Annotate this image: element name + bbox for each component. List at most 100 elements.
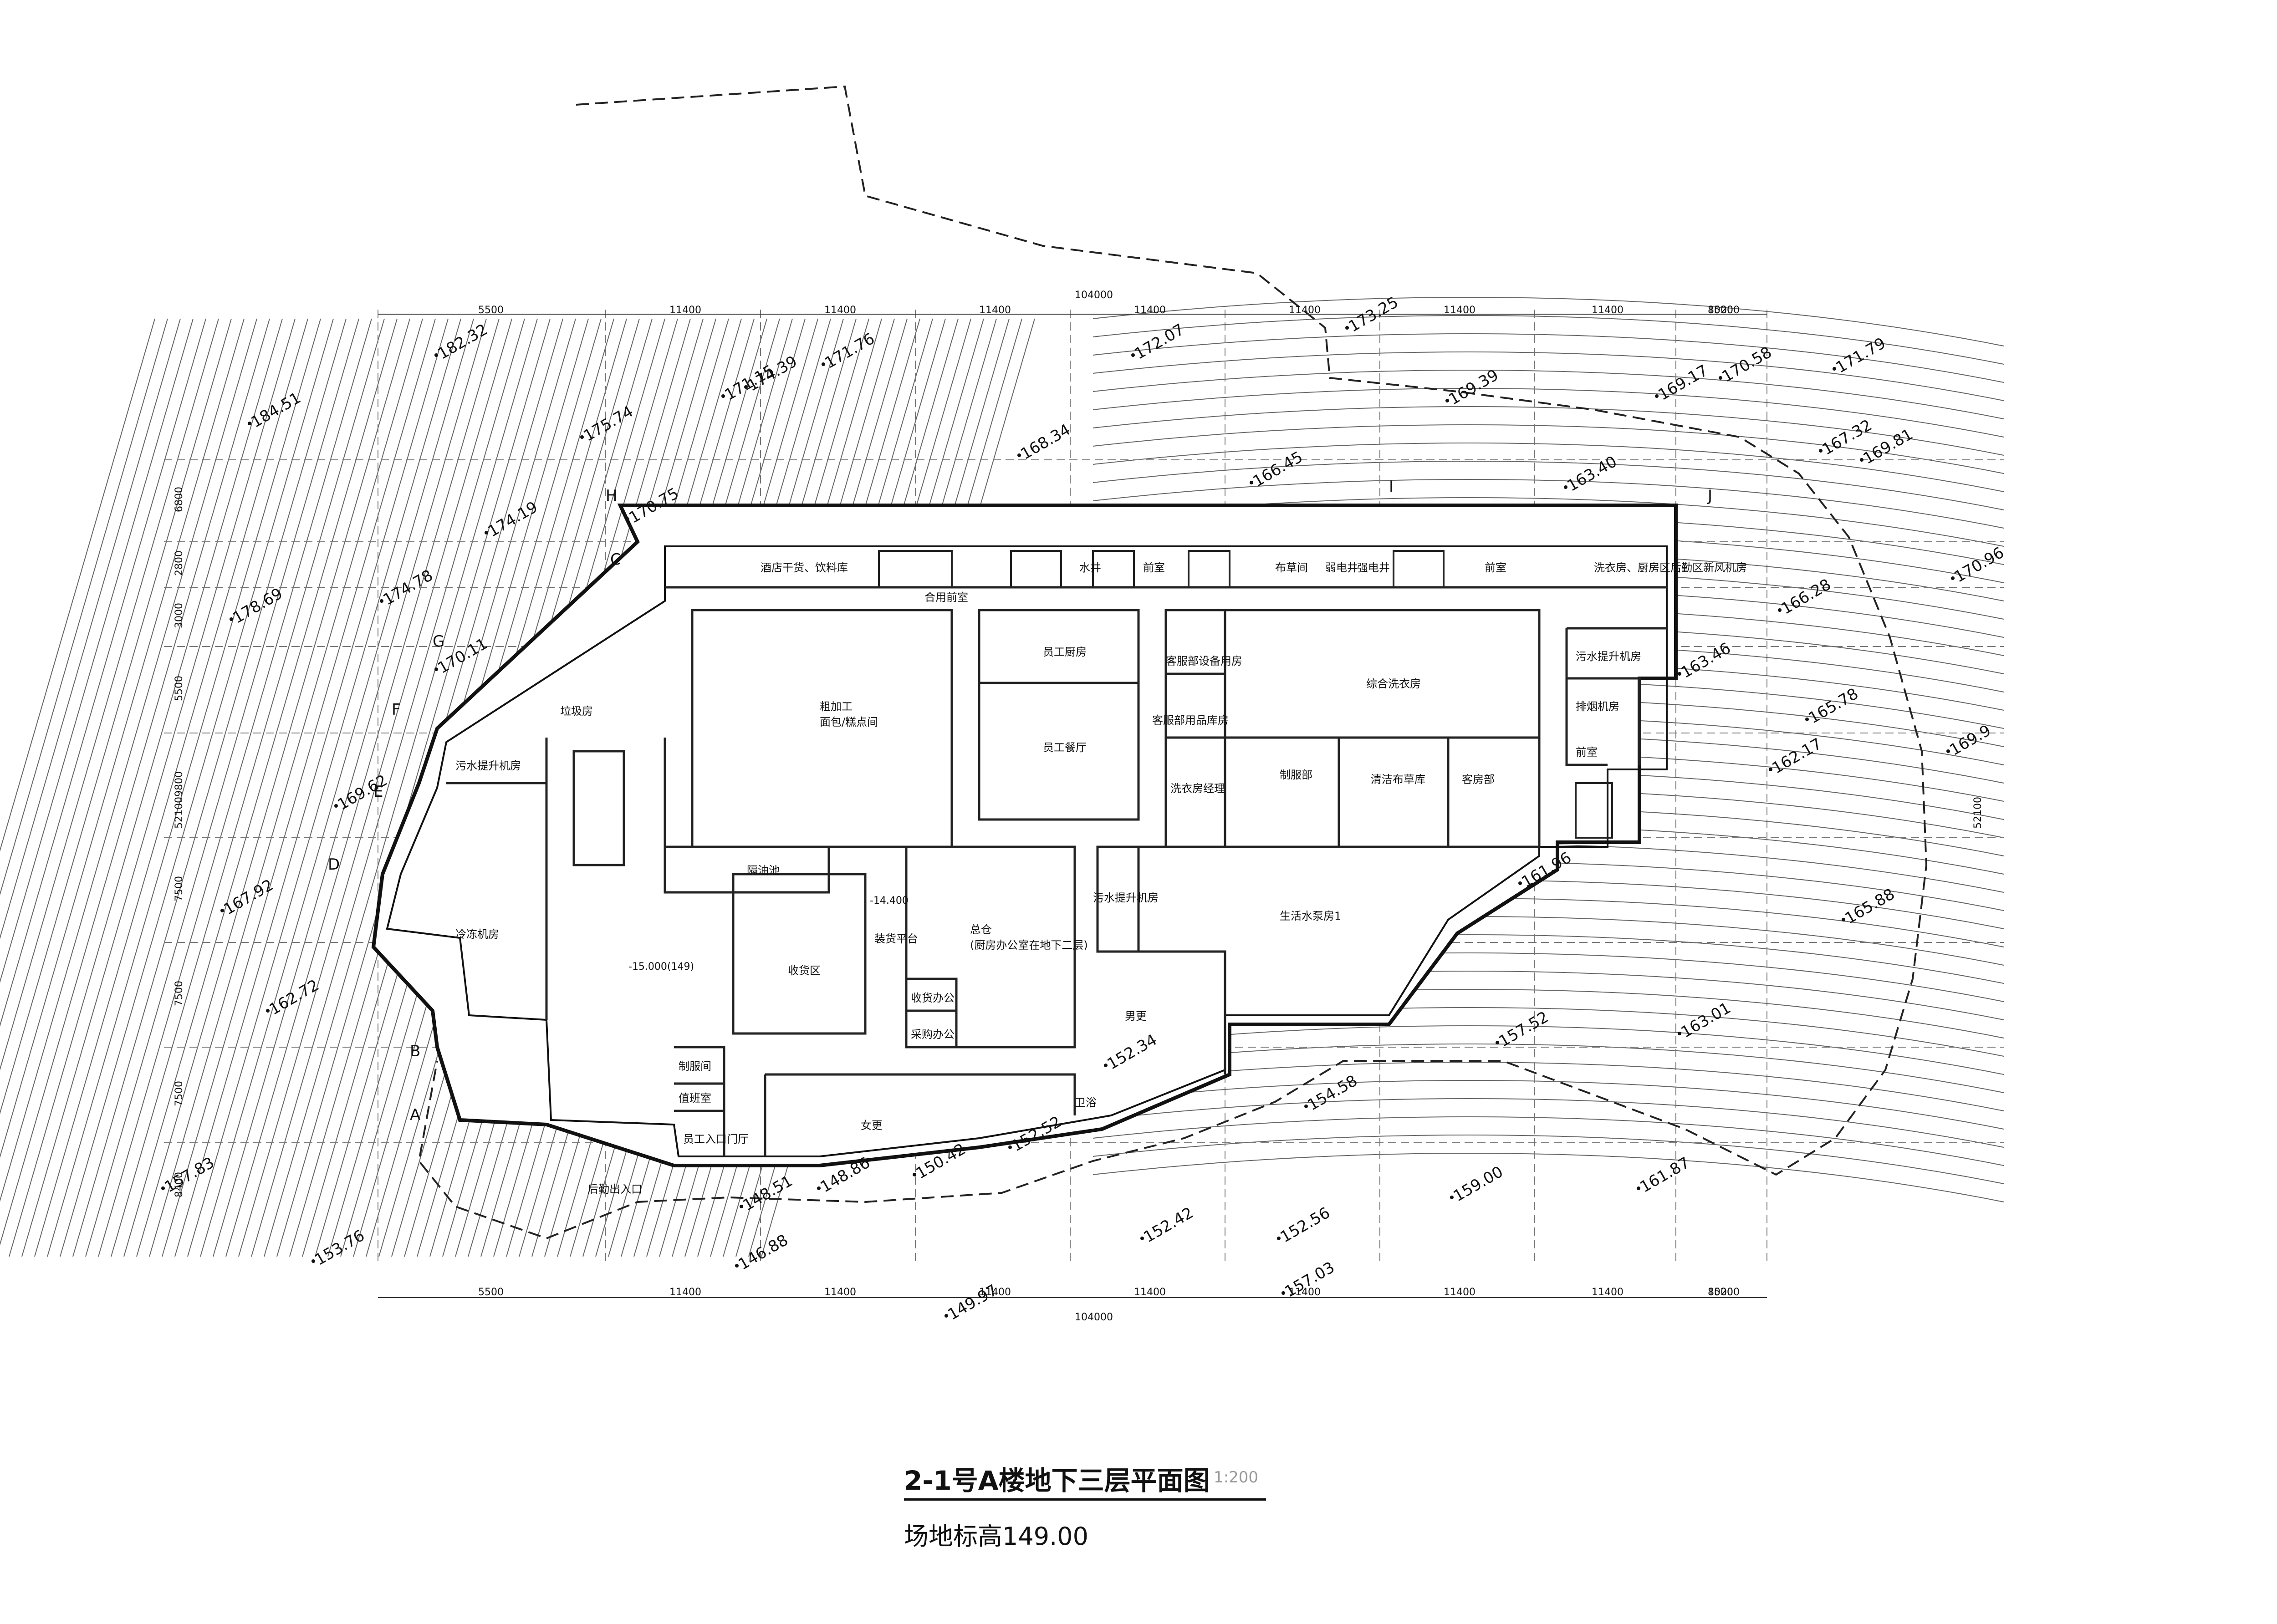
elevation-value: 162.17: [1769, 735, 1825, 778]
grid-axis-label: D: [328, 855, 340, 874]
room-label-front-room-b: 前室: [1485, 561, 1506, 574]
contour-line: [111, 318, 385, 1257]
elevation-point: [161, 1186, 165, 1190]
room-label-front-room-c: 前室: [1576, 746, 1598, 759]
level-note: -14.400: [870, 895, 909, 906]
dimension-left-segment: 3000: [174, 603, 185, 628]
contour-line: [1093, 1116, 2004, 1166]
elevation-point: [626, 517, 629, 521]
contour-line: [0, 318, 219, 1071]
elevation-value: 165.78: [1806, 685, 1862, 728]
room-label-receive-office: 收货办公: [911, 992, 955, 1004]
room-label-weak-elec: 弱电井: [1325, 561, 1358, 574]
room-label-rough-process: 面包/糕点间: [820, 716, 878, 728]
contour-line: [9, 318, 283, 1257]
contour-line: [1093, 1098, 2004, 1148]
elevation-point: [721, 394, 725, 398]
elevation-point: [334, 804, 338, 808]
contour-line: [251, 318, 525, 1257]
elevation-value: 169.39: [1446, 366, 1502, 409]
title-underline: [904, 1498, 1266, 1501]
elevation-point: [1678, 1032, 1681, 1035]
room-label-men-locker: 男更: [1125, 1010, 1147, 1023]
contour-line: [162, 318, 436, 1257]
elevation-point: [1564, 485, 1567, 489]
drawing-title: 2-1号A楼地下三层平面图: [904, 1465, 1210, 1496]
grid-axis-label: I: [1389, 478, 1394, 496]
elevation-value: 184.51: [248, 389, 304, 432]
dimension-overall-top: 104000: [1075, 290, 1113, 301]
elevation-value: 153.76: [312, 1227, 368, 1269]
contour-line: [34, 318, 308, 1257]
elevation-point: [1842, 918, 1845, 921]
dimension-left-segment: 7500: [174, 876, 185, 901]
elevation-point: [1281, 1291, 1285, 1295]
elevation-point: [1833, 367, 1836, 371]
dimension-bottom-segment: 8500: [1708, 1287, 1733, 1298]
room-label-sewage-lift-a: 污水提升机房: [455, 759, 521, 772]
building-inner-wall: [386, 545, 1668, 1157]
contour-line: [213, 318, 487, 1257]
dimension-bottom-segment: 11400: [1592, 1287, 1624, 1298]
elevation-point: [1769, 768, 1772, 771]
dimension-left-segment: 5500: [174, 676, 185, 701]
dimension-bottom-segment: 11400: [1134, 1287, 1166, 1298]
dimension-bottom-segment: 5500: [478, 1287, 504, 1298]
elevation-point: [266, 1009, 270, 1013]
dimension-top-segment: 11400: [979, 305, 1011, 316]
room-label-staff-entry: 员工入口门厅: [683, 1133, 749, 1145]
room-label-garbage: 垃圾房: [560, 705, 593, 718]
elevation-point: [485, 531, 488, 535]
elevation-point: [735, 1264, 739, 1268]
dimension-bottom-segment: 11400: [1444, 1287, 1475, 1298]
elevation-value: 175.74: [581, 402, 637, 445]
contour-line: [276, 318, 551, 1257]
contour-line: [1093, 388, 2004, 438]
elevation-value: 166.28: [1778, 575, 1834, 618]
elevation-point: [1250, 481, 1253, 484]
grid-axis-label: F: [392, 701, 401, 719]
elevation-point: [1345, 326, 1349, 330]
elevation-value: 157.83: [162, 1154, 218, 1196]
contour-line: [1093, 461, 2004, 510]
contour-line: [1093, 1080, 2004, 1130]
dimension-left-segment: 7500: [174, 1081, 185, 1106]
contour-line: [0, 318, 206, 1027]
room-label-housekeeping: 客房部: [1462, 773, 1495, 786]
contour-line: [72, 318, 347, 1257]
elevation-point: [380, 599, 383, 603]
elevation-value: 149.97: [945, 1281, 1001, 1324]
contour-line: [1093, 1153, 2004, 1202]
dimension-bottom-segment: 11400: [1289, 1287, 1321, 1298]
elevation-value: 161.87: [1637, 1154, 1693, 1196]
contour-line: [0, 318, 194, 983]
room-label-combined-laundry: 综合洗衣房: [1366, 677, 1421, 690]
dimension-bottom-segment: 10200: [1708, 1287, 1740, 1298]
elevation-point: [744, 385, 748, 389]
room-label-staff-kitchen: 员工厨房: [1043, 646, 1087, 658]
elevation-value: 171.76: [822, 330, 878, 372]
room-label-front-room-a: 前室: [1143, 561, 1165, 574]
room-label-cold-machine: 冷冻机房: [455, 928, 499, 941]
contour-line: [1093, 1062, 2004, 1111]
elevation-point: [1304, 1105, 1308, 1108]
elevation-point: [1637, 1186, 1640, 1190]
elevation-value: 152.42: [1141, 1204, 1197, 1247]
contour-line: [0, 318, 181, 940]
grid-axis-label: H: [606, 487, 618, 505]
level-note: -15.000(149): [628, 961, 694, 972]
elevation-point: [1719, 376, 1722, 380]
contour-line: [1093, 315, 2004, 365]
elevation-value: 154.58: [1305, 1072, 1361, 1115]
room-label-uniform-room: 制服间: [679, 1060, 711, 1073]
contour-line: [187, 318, 461, 1257]
room-label-washroom: 卫浴: [1075, 1096, 1097, 1109]
elevation-point: [220, 909, 224, 912]
dimension-top-segment: 5500: [478, 305, 504, 316]
room-label-grease-pool: 隔油池: [747, 864, 780, 877]
contour-line: [0, 318, 257, 1202]
grid-axis-label: C: [610, 550, 621, 569]
elevation-point: [817, 1186, 821, 1190]
contour-line: [1093, 406, 2004, 456]
contour-line: [1093, 1135, 2004, 1184]
